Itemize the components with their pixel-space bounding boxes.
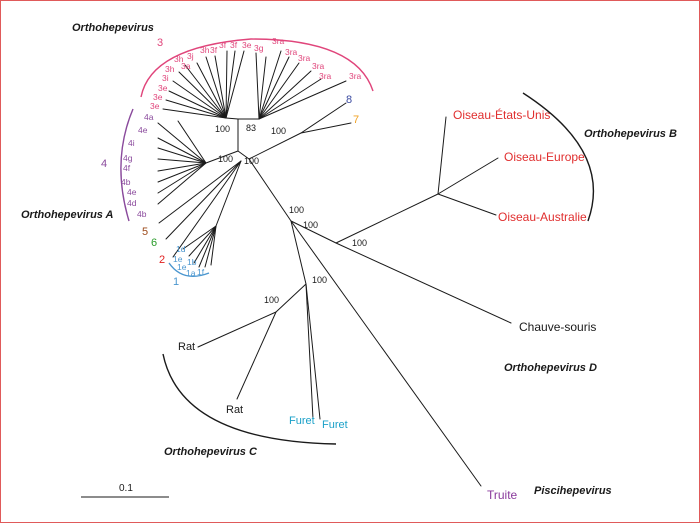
genotype4-bracket — [120, 108, 134, 222]
tip-label: 3h — [200, 45, 210, 55]
tip-label: 4a — [144, 112, 154, 122]
tip-label: 4i — [128, 138, 135, 148]
tip-label: 3e — [242, 40, 252, 50]
bootstrap-values: 100 83 100 100 100 100 100 100 100 100 — [215, 123, 367, 305]
orthohepevirus-b-bracket — [522, 92, 595, 222]
tip-label: 1b — [187, 257, 197, 267]
bootstrap-value: 100 — [271, 126, 286, 136]
tip-label: 3h — [174, 54, 184, 64]
leaf-bird-us: Oiseau-États-Unis — [453, 107, 550, 122]
tip-label: 3f — [230, 40, 238, 50]
tip-label: 3e — [158, 83, 168, 93]
tip-label: 3e — [153, 92, 163, 102]
bootstrap-value: 100 — [289, 205, 304, 215]
leaf-bird-eu: Oiseau-Europe — [504, 150, 585, 164]
tip-label: 1e — [173, 254, 183, 264]
tip-label: 4b — [137, 209, 147, 219]
orthohepevirus-c-bracket — [162, 353, 337, 445]
tip-label: 3f — [219, 40, 227, 50]
leaf-bird-au: Oiseau-Australie — [498, 210, 587, 224]
genotype-2-number: 2 — [159, 254, 165, 266]
tip-label: 1e — [177, 262, 187, 272]
genotype-8-number: 8 — [346, 94, 352, 106]
tip-label: 3h — [165, 64, 175, 74]
tip-label: 3ra — [285, 47, 298, 57]
bootstrap-value: 100 — [303, 220, 318, 230]
bootstrap-value: 100 — [352, 238, 367, 248]
genotype-6-number: 6 — [151, 237, 157, 249]
tip-label: 1d — [176, 244, 186, 254]
tip-label: 4e — [138, 125, 148, 135]
genotype-1-number: 1 — [173, 276, 179, 288]
tip-label: 3g — [254, 43, 264, 53]
tip-label: 3j — [187, 51, 194, 61]
leaf-ferret-1: Furet — [289, 415, 315, 427]
leaf-rat-2: Rat — [226, 404, 243, 416]
tip-label: 3ra — [312, 61, 325, 71]
tip-label: 3ra — [319, 71, 332, 81]
genus-label-a: Orthohepevirus A — [21, 209, 114, 221]
tip-label: 3ra — [349, 71, 362, 81]
tip-label: 4e — [127, 187, 137, 197]
tip-label: 4g — [123, 153, 133, 163]
tip-label: 4b — [121, 177, 131, 187]
bootstrap-value: 83 — [246, 123, 256, 133]
genotype1-tips: 1d 1e 1e 1b 1a 1f — [173, 244, 205, 278]
scale-bar-label: 0.1 — [119, 483, 133, 494]
genus-label-d: Orthohepevirus D — [504, 362, 597, 374]
tip-label: 1f — [197, 267, 205, 277]
leaf-ferret-2: Furet — [322, 419, 348, 431]
tip-label: 3ra — [298, 53, 311, 63]
leaf-trout: Truite — [487, 488, 518, 502]
genus-label-top: Orthohepevirus — [72, 22, 154, 34]
genotype-4-number: 4 — [101, 158, 107, 170]
genotype-5-number: 5 — [142, 226, 148, 238]
bootstrap-value: 100 — [264, 295, 279, 305]
tip-label: 3a — [181, 61, 191, 71]
bootstrap-value: 100 — [244, 156, 259, 166]
leaf-rat-1: Rat — [178, 341, 195, 353]
genotype3-bracket — [140, 38, 374, 98]
tip-label: 4d — [127, 198, 137, 208]
genus-label-pisci: Piscihepevirus — [534, 485, 612, 497]
genotype4-tips: 4a 4e 4i 4g 4f 4b 4e 4d 4b — [121, 112, 154, 219]
tip-label: 3f — [210, 45, 218, 55]
genotype-3-number: 3 — [157, 37, 163, 49]
genotype-7-number: 7 — [353, 114, 359, 126]
tip-label: 3i — [162, 73, 169, 83]
genotype3-tips: 3e 3e 3e 3i 3h 3h 3a 3j 3h 3f 3f 3f 3e 3… — [150, 36, 362, 111]
bootstrap-value: 100 — [215, 124, 230, 134]
genus-label-c: Orthohepevirus C — [164, 446, 258, 458]
tip-label: 1a — [186, 268, 196, 278]
genotype1-bracket — [168, 262, 210, 277]
tip-label: 3e — [150, 101, 160, 111]
bootstrap-value: 100 — [218, 154, 233, 164]
genus-label-b: Orthohepevirus B — [584, 128, 677, 140]
bootstrap-value: 100 — [312, 275, 327, 285]
tip-label: 4f — [123, 163, 131, 173]
tip-label: 3ra — [272, 36, 285, 46]
leaf-bat: Chauve-souris — [519, 320, 596, 334]
tree-branches — [157, 50, 512, 487]
